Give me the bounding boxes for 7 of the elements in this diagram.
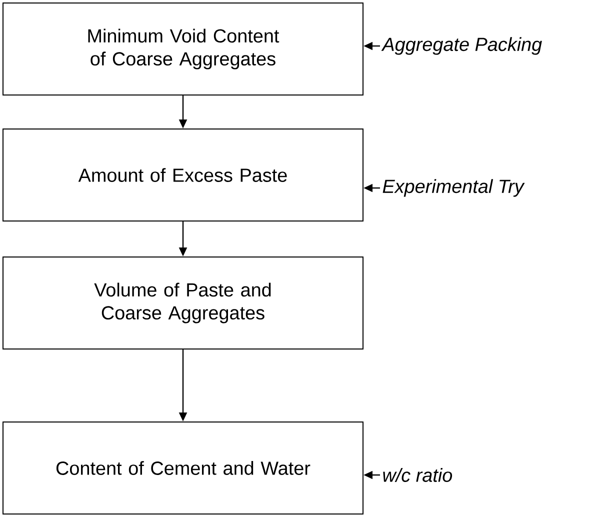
process-box: Content of Cement and Water xyxy=(2,422,364,514)
input-label: Experimental Try xyxy=(382,179,525,197)
process-box: Amount of Excess Paste xyxy=(2,128,364,222)
process-box: Volume of Paste and Coarse Aggregates xyxy=(2,256,364,350)
input-label: w/c ratio xyxy=(383,468,452,482)
input-label: Aggregate Packing xyxy=(381,37,542,55)
process-box: Minimum Void Content of Coarse Aggregates xyxy=(2,2,364,96)
